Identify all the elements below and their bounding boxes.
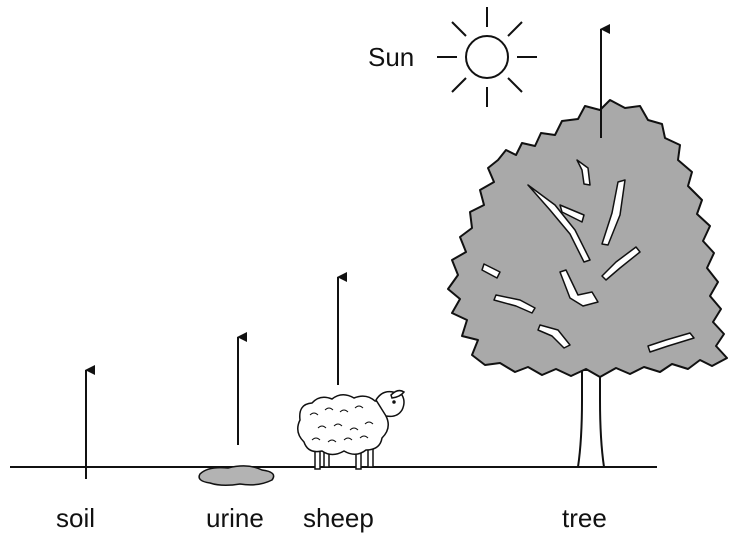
urine-puddle [199, 466, 274, 485]
tree-label: tree [562, 503, 607, 533]
sun-icon [437, 7, 537, 107]
sheep-illustration [298, 391, 404, 469]
sun-label: Sun [368, 42, 414, 72]
sheep-label: sheep [303, 503, 374, 533]
soil-label: soil [56, 503, 95, 533]
tree-trunk [578, 370, 604, 467]
tree-illustration [448, 100, 727, 467]
urine-label: urine [206, 503, 264, 533]
sheep-body [298, 395, 389, 455]
